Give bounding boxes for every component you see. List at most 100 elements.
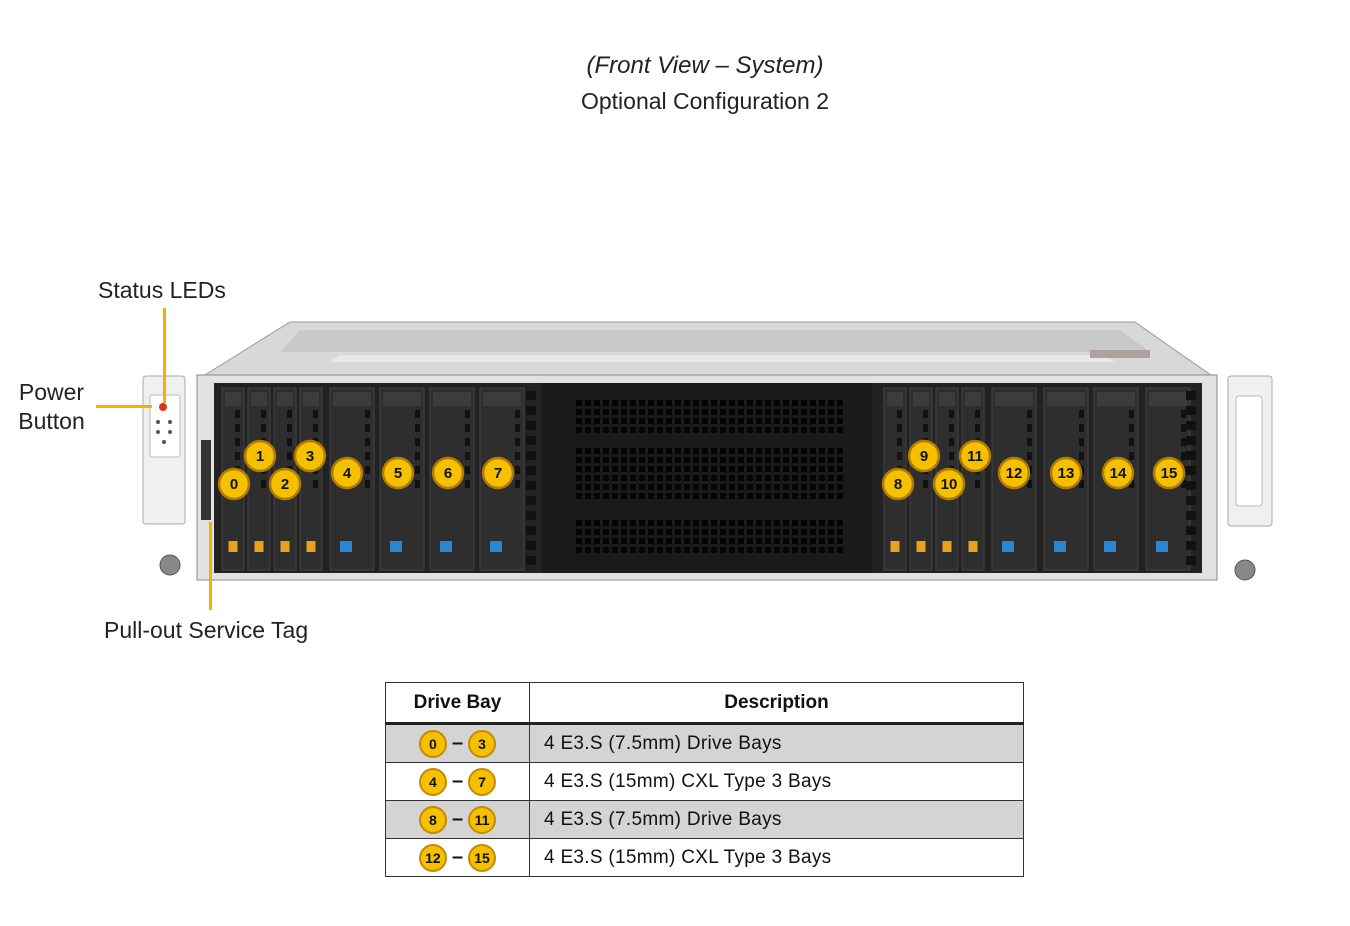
bay-badge-circle [431,456,465,490]
vent-hole [684,400,690,406]
cage-grille [1186,481,1196,490]
vent-hole [729,457,735,463]
bay-vent-tick [261,480,266,488]
vent-hole [702,457,708,463]
vent-hole [801,457,807,463]
vent-hole [666,400,672,406]
vent-hole [675,493,681,499]
vent-hole [657,484,663,490]
vent-hole [630,475,636,481]
service-tag-leader [209,522,212,610]
bay-latch [942,541,952,552]
bay-latch [440,541,452,552]
vent-hole [675,484,681,490]
vent-hole [666,457,672,463]
bay-vent-tick [287,438,292,446]
vent-hole [576,427,582,433]
vent-hole [819,529,825,535]
table-row: 8–11 4 E3.S (7.5mm) Drive Bays [385,800,1024,839]
vent-hole [801,520,807,526]
bay-vent-tick [515,424,520,432]
vent-hole [603,448,609,454]
bay-vent-tick [975,424,980,432]
power-label-line2: Button [18,408,85,434]
vent-hole [837,484,843,490]
vent-hole [693,493,699,499]
bay-vent-tick [1129,452,1134,460]
vent-hole [594,400,600,406]
bay-vent-tick [313,424,318,432]
vent-hole [648,529,654,535]
vent-hole [621,400,627,406]
cage-grille [1186,556,1196,565]
vent-hole [621,427,627,433]
vent-hole [585,520,591,526]
bay-vent-tick [465,466,470,474]
bay-vent-tick [897,410,902,418]
vent-hole [675,538,681,544]
bay-vent-tick [897,438,902,446]
vent-hole [828,520,834,526]
bay-vent-tick [465,452,470,460]
vent-hole [756,529,762,535]
vent-hole [648,448,654,454]
vent-hole [828,538,834,544]
vent-hole [774,529,780,535]
vent-hole [639,475,645,481]
vent-hole [819,520,825,526]
bay-badge-circle [217,467,251,501]
vent-hole [576,418,582,424]
figure-subtitle: Optional Configuration 2 [580,88,830,114]
bay-vent-tick [365,466,370,474]
bay-handle [383,392,421,406]
bay-latch [1054,541,1066,552]
bay-vent-tick [1079,452,1084,460]
vent-hole [801,547,807,553]
bay-vent-tick [515,410,520,418]
status-leds-label: Status LEDs [98,277,226,303]
vent-hole [756,538,762,544]
bay-vent-tick [465,438,470,446]
bay-vent-tick [923,424,928,432]
bay-handle [995,392,1033,406]
bay-vent-tick [313,480,318,488]
bay-badge-label: 3 [306,448,314,465]
vent-hole [810,538,816,544]
vent-hole [810,547,816,553]
vent-hole [765,448,771,454]
vent-hole [810,418,816,424]
vent-hole [657,448,663,454]
vent-hole [630,520,636,526]
vent-hole [657,520,663,526]
range-dash: – [451,770,464,792]
vent-hole [810,475,816,481]
vent-hole [720,448,726,454]
vent-hole [828,457,834,463]
vent-hole [828,475,834,481]
vent-hole [666,466,672,472]
vent-hole [756,520,762,526]
bay-badge-circle [268,467,302,501]
bay-handle [333,392,371,406]
vent-hole [756,448,762,454]
cage-grille [1186,496,1196,505]
vent-hole [612,409,618,415]
range-dash: – [451,846,464,868]
vent-hole [828,484,834,490]
vent-hole [738,520,744,526]
vent-hole [783,493,789,499]
vent-hole [576,520,582,526]
vent-hole [639,418,645,424]
bay-vent-tick [287,452,292,460]
bay-vent-tick [897,452,902,460]
vent-hole [612,457,618,463]
bay-vent-tick [1181,424,1186,432]
bay-vent-tick [949,410,954,418]
bay-handle [433,392,471,406]
vent-hole [621,538,627,544]
vent-hole [657,409,663,415]
bay-vent-tick [1079,438,1084,446]
vent-hole [783,529,789,535]
bay-vent-tick [415,452,420,460]
vent-hole [738,538,744,544]
